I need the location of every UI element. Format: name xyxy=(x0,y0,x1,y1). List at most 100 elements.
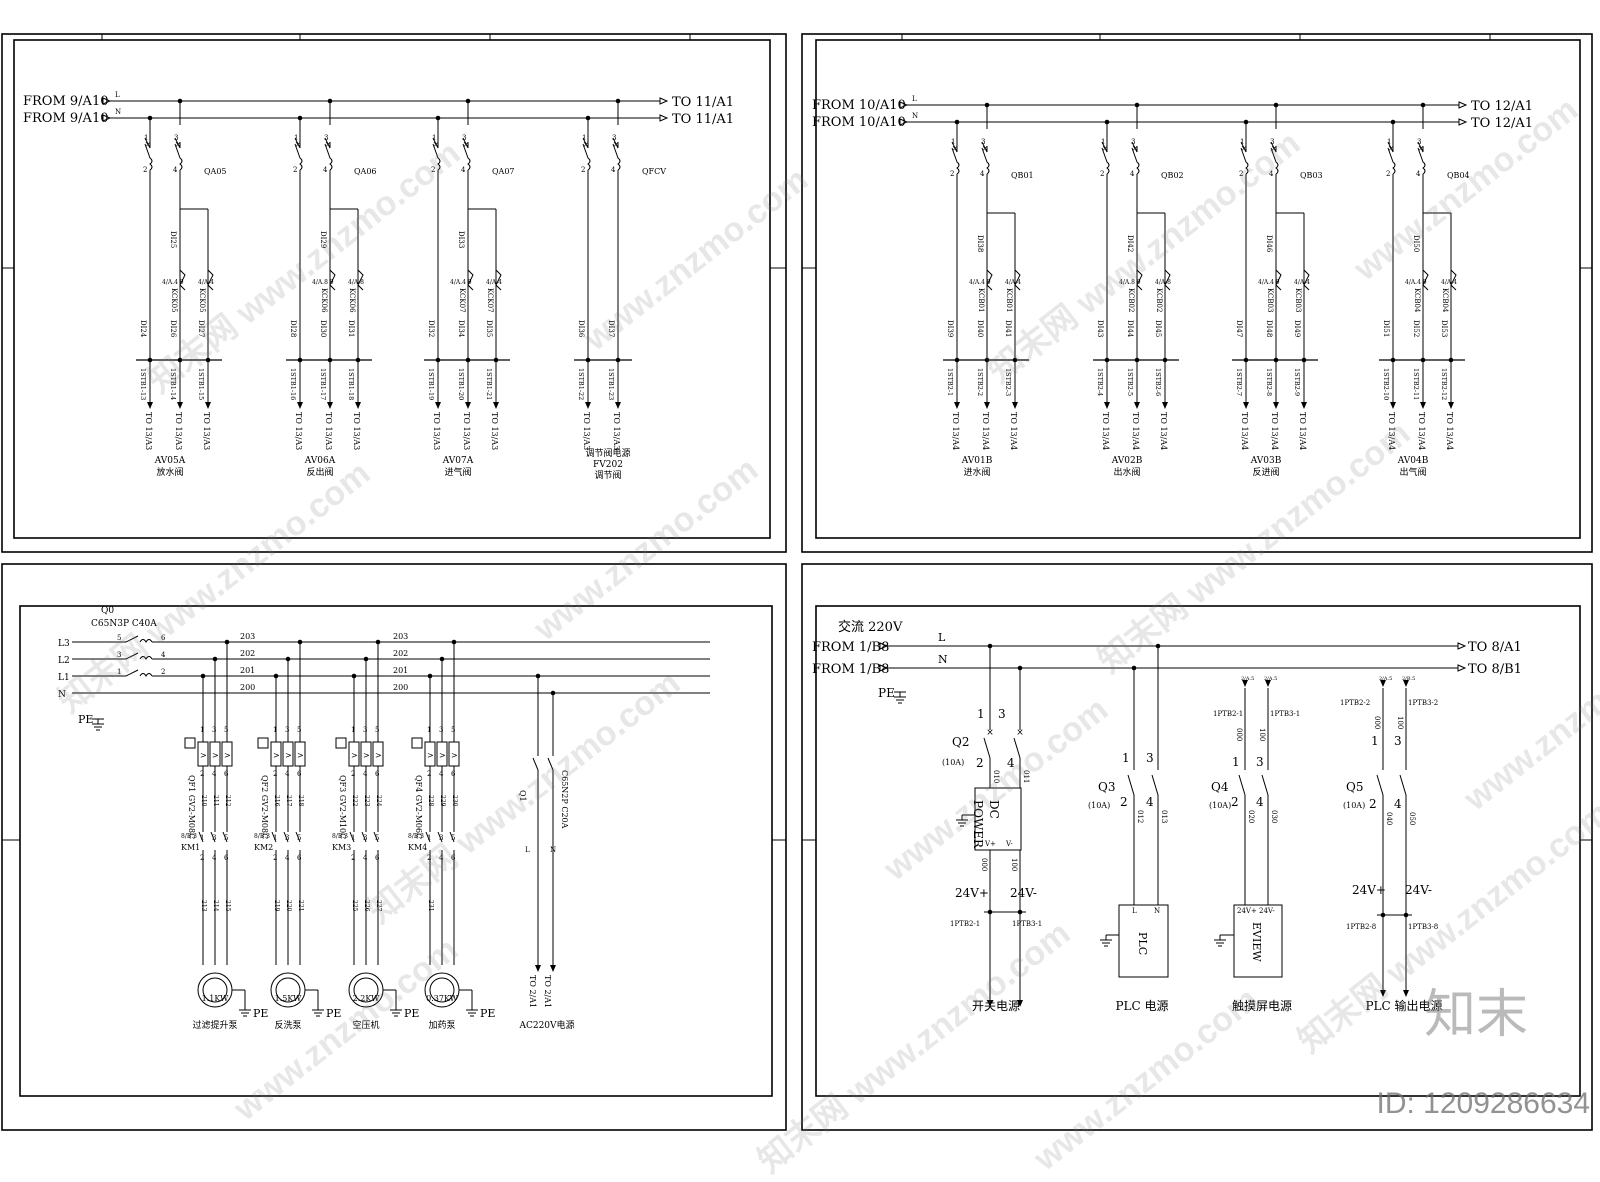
relay-contact xyxy=(1422,269,1429,291)
pole-number: 1 xyxy=(951,138,955,146)
breaker-tag: QA07 xyxy=(492,167,515,176)
wire-label: 050 xyxy=(1408,812,1416,825)
junction-dot xyxy=(1390,119,1396,125)
thermal-trip xyxy=(1240,147,1249,175)
mpcb-mark: > xyxy=(297,751,304,760)
contactor-blade xyxy=(349,831,355,843)
wire-label: 228 xyxy=(427,795,434,807)
pole-number: 3 xyxy=(439,834,443,842)
wire-label: 020 xyxy=(1247,810,1255,823)
relay-contact xyxy=(329,269,336,291)
relay-contact xyxy=(1014,269,1021,291)
ref-label: 2/A.5 xyxy=(1241,676,1254,682)
bus-number: 200 xyxy=(240,683,255,692)
valve-desc: 反出阀 xyxy=(306,466,333,478)
motor-rating: 2.2KW xyxy=(353,994,380,1003)
wire-label: DI26 xyxy=(169,320,177,338)
arrow-head xyxy=(1390,402,1396,409)
wire-label: DI28 xyxy=(289,320,297,337)
wire-label: DI35 xyxy=(485,320,493,337)
terminal-label: 1STB1-16 xyxy=(289,368,297,400)
terminal-label: 1STB2-8 xyxy=(1265,368,1273,396)
thermal-trip xyxy=(144,143,153,171)
wire-label: DI41 xyxy=(1004,320,1012,337)
terminal-label: 1STB1-20 xyxy=(457,368,465,400)
valve-tag: AV07A xyxy=(442,456,474,466)
line-tag: N xyxy=(938,653,948,666)
switch-blade xyxy=(1240,141,1247,153)
wire-label: DI31 xyxy=(347,320,355,337)
pe-label: PE xyxy=(480,1007,495,1020)
terminal-label: 1STB1-14 xyxy=(169,368,177,400)
motor-symbol xyxy=(202,977,228,1003)
relay-ref: 4/A.4 9 xyxy=(969,279,991,286)
valve-tag: AV04B xyxy=(1397,456,1429,466)
valve-desc: 调节阀 xyxy=(594,470,621,481)
to-label: TO 13/A3 xyxy=(202,412,211,450)
pole-number: 1 xyxy=(273,834,277,842)
bus-number: 201 xyxy=(240,666,255,675)
mpcb-mark: > xyxy=(273,751,280,760)
pole-number: 3 xyxy=(1417,138,1421,146)
terminal-label: 1STB1-15 xyxy=(197,368,205,400)
wire-label: DI24 xyxy=(139,320,147,338)
line-tag: N xyxy=(912,112,918,120)
mpcb-mark: > xyxy=(375,751,382,760)
pole-number: 3 xyxy=(1256,755,1264,769)
motor-name: 空压机 xyxy=(352,1019,379,1031)
breaker-tag: Q1 xyxy=(518,790,527,802)
arrow-head xyxy=(435,402,441,409)
to-label: TO 13/A4 xyxy=(1387,412,1396,450)
pole-number: 4 xyxy=(1007,756,1015,770)
arrow-head xyxy=(1457,642,1467,650)
switch-blade xyxy=(1131,141,1138,153)
bus-number: 202 xyxy=(393,649,408,658)
pin-label: 24V+ xyxy=(1237,907,1257,915)
to-label: TO 13/A4 xyxy=(1009,412,1018,450)
pole-number: 3 xyxy=(462,134,466,142)
to-label: TO 13/A3 xyxy=(294,412,303,450)
contactor-ref: 8/B.3 xyxy=(332,833,348,840)
to-label: TO 8/B1 xyxy=(1468,662,1522,677)
from-label: FROM 1/B8 xyxy=(812,662,889,677)
valve-desc: 出气阀 xyxy=(1399,466,1426,478)
pole-number: 1 xyxy=(351,834,355,842)
pole-number: 4 xyxy=(439,770,444,778)
arrow-head xyxy=(102,114,112,122)
pole-number: 1 xyxy=(432,134,436,142)
pole-number: 4 xyxy=(1394,797,1402,811)
relay-contact xyxy=(357,269,364,291)
to-label: TO 2/A1 xyxy=(528,975,537,1008)
pole-number: 2 xyxy=(1100,170,1104,178)
junction-dot xyxy=(1104,119,1110,125)
arrow-head xyxy=(1458,101,1468,109)
breaker-blade xyxy=(983,737,991,759)
pole-number: 6 xyxy=(224,854,229,862)
pole-number: 1 xyxy=(1232,755,1240,769)
pole-number: 3 xyxy=(998,707,1006,721)
arrow-head xyxy=(493,402,499,409)
wire-label: 000 xyxy=(1373,716,1381,729)
motor-name: 反洗泵 xyxy=(274,1019,301,1031)
junction-dot xyxy=(1380,912,1386,918)
terminal-label: 1STB2-5 xyxy=(1126,368,1134,396)
relay-contact xyxy=(1450,269,1457,291)
pole-number: 4 xyxy=(363,770,368,778)
contact-mark: × xyxy=(295,140,302,149)
pole-number: 4 xyxy=(1256,795,1264,809)
breaker-tag: QB02 xyxy=(1161,171,1184,180)
breaker-blade xyxy=(1127,774,1135,796)
pole-number: 4 xyxy=(1269,170,1274,178)
mpcb-handle xyxy=(257,737,269,749)
from-label: FROM 1/B8 xyxy=(812,640,889,655)
terminal-label: 1PTB3-1 xyxy=(1270,710,1300,718)
wire-label: 100 xyxy=(1396,716,1404,729)
valve-desc: 放水阀 xyxy=(156,466,183,478)
relay-tag: KCB03 xyxy=(1294,288,1302,312)
contactor-blade xyxy=(449,831,455,843)
wire-label: 216 xyxy=(273,795,280,807)
wire-label: 223 xyxy=(363,795,370,807)
